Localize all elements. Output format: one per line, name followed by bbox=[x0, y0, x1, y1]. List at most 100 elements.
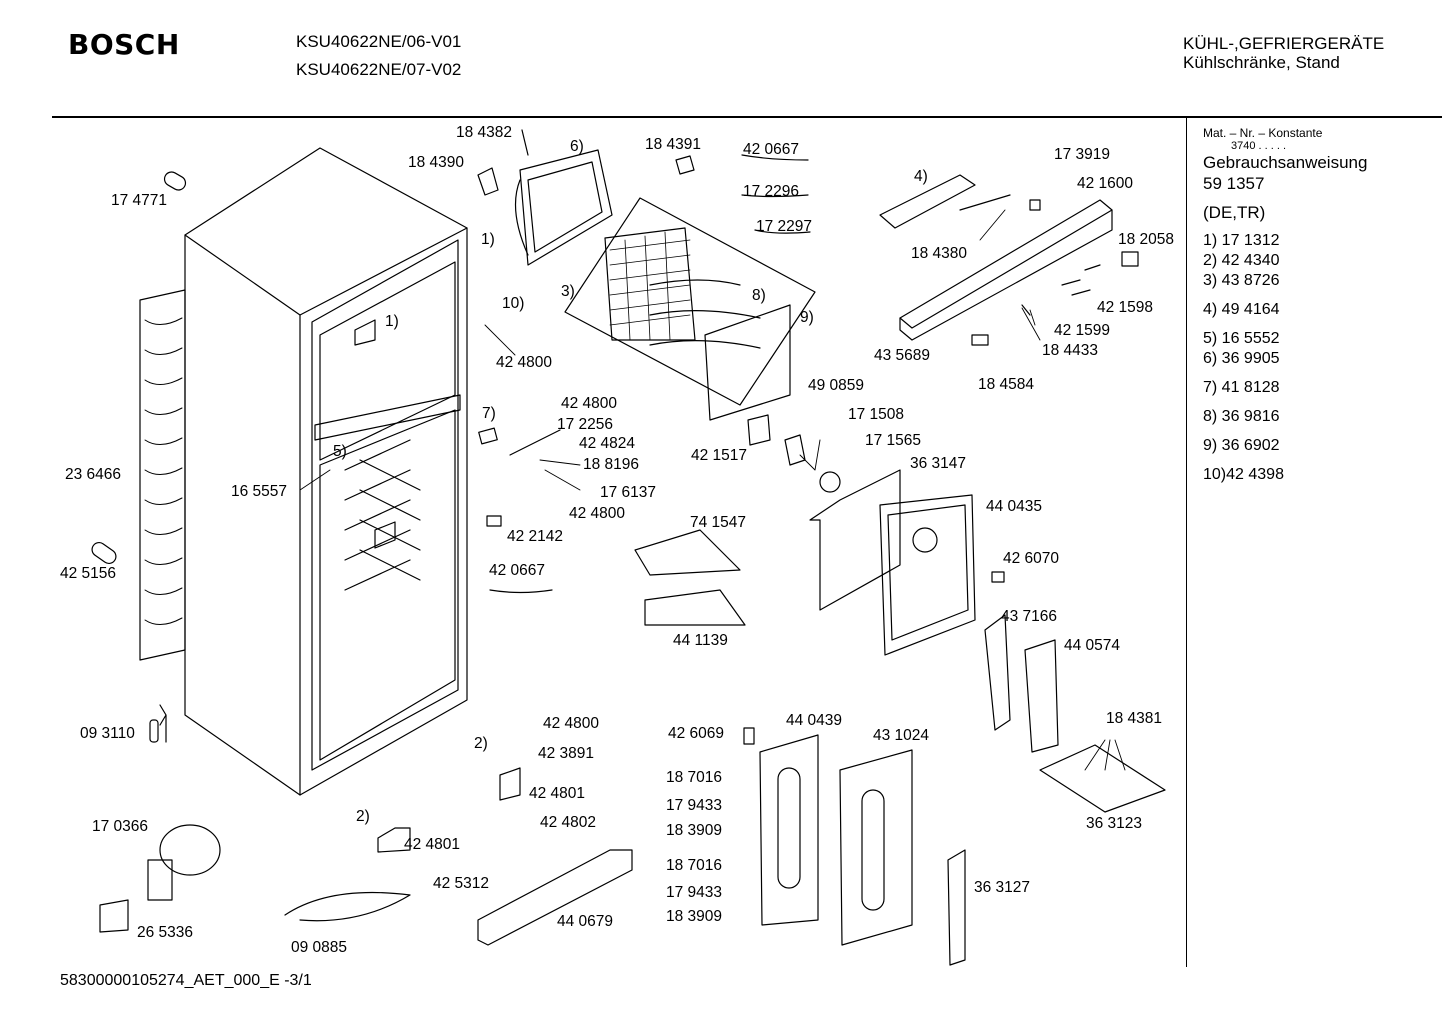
callout-label: 2) bbox=[474, 735, 488, 752]
part-legend-item: 5) 16 5552 bbox=[1203, 330, 1280, 347]
callout-label: 42 1600 bbox=[1077, 175, 1134, 192]
callout-label: 23 6466 bbox=[65, 466, 122, 483]
manual-label: Gebrauchsanweisung bbox=[1203, 153, 1368, 172]
callout-label: 74 1547 bbox=[690, 514, 747, 531]
callout-label: 42 1599 bbox=[1054, 322, 1111, 339]
callout-label: 42 1517 bbox=[691, 447, 748, 464]
callout-label: 18 4391 bbox=[645, 136, 702, 153]
mat-value: 3740 . . . . . bbox=[1231, 140, 1287, 152]
callout-label: 44 1139 bbox=[673, 632, 728, 649]
callout-label: 18 2058 bbox=[1118, 231, 1175, 248]
callout-label: 17 2296 bbox=[743, 183, 800, 200]
manual-number: 59 1357 bbox=[1203, 174, 1265, 193]
callout-label: 44 0574 bbox=[1064, 637, 1121, 654]
part-legend-item: 8) 36 9816 bbox=[1203, 408, 1280, 425]
callout-label: 18 4382 bbox=[456, 124, 513, 141]
header-divider bbox=[52, 116, 1442, 118]
part-legend-item: 2) 42 4340 bbox=[1203, 252, 1280, 269]
category-line-1: KÜHL-,GEFRIERGERÄTE bbox=[1183, 34, 1385, 53]
callout-label: 43 7166 bbox=[1001, 608, 1058, 625]
callout-label: 17 2256 bbox=[557, 416, 614, 433]
callout-label: 42 4800 bbox=[543, 715, 600, 732]
part-legend-item: 9) 36 6902 bbox=[1203, 437, 1280, 454]
callout-label: 42 5156 bbox=[60, 565, 117, 582]
callout-label: 18 4380 bbox=[911, 245, 968, 262]
callout-label: 49 0859 bbox=[808, 377, 865, 394]
callout-label: 42 1598 bbox=[1097, 299, 1154, 316]
part-legend-item: 7) 41 8128 bbox=[1203, 379, 1280, 396]
parts-sidebar: Mat. – Nr. – Konstante 3740 . . . . . Ge… bbox=[1203, 126, 1433, 485]
part-legend-item: 6) 36 9905 bbox=[1203, 350, 1280, 367]
part-legend-item: 1) 17 1312 bbox=[1203, 232, 1280, 249]
callout-label: 1) bbox=[481, 231, 495, 248]
part-legend-item: 4) 49 4164 bbox=[1203, 301, 1280, 318]
model-line-2: KSU40622NE/07-V02 bbox=[296, 60, 462, 79]
callout-label: 2) bbox=[356, 808, 370, 825]
callout-label: 42 4800 bbox=[496, 354, 553, 371]
callout-label: 18 4584 bbox=[978, 376, 1035, 393]
callout-label: 44 0439 bbox=[786, 712, 843, 729]
model-line-1: KSU40622NE/06-V01 bbox=[296, 32, 462, 51]
callout-label: 09 3110 bbox=[80, 725, 135, 742]
callout-label: 18 8196 bbox=[583, 456, 640, 473]
callout-label: 4) bbox=[914, 168, 928, 185]
callout-label: 18 4433 bbox=[1042, 342, 1099, 359]
callout-label: 9) bbox=[800, 309, 814, 326]
callout-label: 18 7016 bbox=[666, 769, 723, 786]
callout-label: 42 4801 bbox=[404, 836, 461, 853]
callout-label: 17 9433 bbox=[666, 884, 723, 901]
callout-label: 18 4390 bbox=[408, 154, 465, 171]
callout-label: 6) bbox=[570, 138, 584, 155]
brand-logo: BOSCH bbox=[68, 28, 180, 61]
callout-label: 44 0679 bbox=[557, 913, 614, 930]
refrigerator-cabinet bbox=[185, 148, 467, 795]
category-line-2: Kühlschränke, Stand bbox=[1183, 53, 1340, 72]
callout-label: 3) bbox=[561, 283, 575, 300]
leader-lines bbox=[300, 210, 1125, 770]
callout-label: 17 1565 bbox=[865, 432, 922, 449]
part-legend-item: 3) 43 8726 bbox=[1203, 272, 1280, 289]
callout-label: 17 3919 bbox=[1054, 146, 1111, 163]
parts-legend: 1) 17 1312 2) 42 4340 3) 43 8726 4) 49 4… bbox=[1203, 231, 1433, 485]
callout-label: 42 4800 bbox=[561, 395, 618, 412]
mat-label: Mat. – Nr. – Konstante bbox=[1203, 126, 1323, 140]
callout-label: 43 5689 bbox=[874, 347, 931, 364]
callout-label: 18 3909 bbox=[666, 908, 723, 925]
condenser-part bbox=[140, 290, 185, 660]
callout-label: 17 4771 bbox=[111, 192, 168, 209]
callout-label: 7) bbox=[482, 405, 496, 422]
callout-label: 17 0366 bbox=[92, 818, 149, 835]
callout-label: 42 0667 bbox=[489, 562, 546, 579]
callout-label: 42 6070 bbox=[1003, 550, 1060, 567]
control-panel-group bbox=[880, 175, 1138, 345]
callout-label: 18 4381 bbox=[1106, 710, 1163, 727]
callout-label: 17 2297 bbox=[756, 218, 813, 235]
callout-label: 36 3123 bbox=[1086, 815, 1143, 832]
callout-label: 42 2142 bbox=[507, 528, 564, 545]
document-id: 58300000105274_AET_000_E -3/1 bbox=[60, 972, 312, 989]
callout-label: 36 3127 bbox=[974, 879, 1031, 896]
callout-label: 42 4801 bbox=[529, 785, 586, 802]
callout-label: 09 0885 bbox=[291, 939, 348, 956]
callout-label: 18 3909 bbox=[666, 822, 723, 839]
callout-label: 26 5336 bbox=[137, 924, 194, 941]
callout-label: 42 0667 bbox=[743, 141, 800, 158]
callout-label: 10) bbox=[502, 295, 525, 312]
callout-label: 42 4824 bbox=[579, 435, 636, 452]
callout-label: 36 3147 bbox=[910, 455, 967, 472]
callout-label: 1) bbox=[385, 313, 399, 330]
callout-label: 42 5312 bbox=[433, 875, 490, 892]
callout-label: 17 6137 bbox=[600, 484, 657, 501]
left-small-parts bbox=[89, 169, 188, 742]
hardware-group bbox=[100, 728, 754, 932]
callout-label: 44 0435 bbox=[986, 498, 1043, 515]
fan-and-cover-group bbox=[748, 415, 1004, 655]
callout-label: 8) bbox=[752, 287, 766, 304]
callout-label: 5) bbox=[333, 443, 347, 460]
evaporator-group bbox=[478, 130, 815, 420]
shelf-parts-group bbox=[479, 428, 745, 625]
door-panels-group bbox=[478, 615, 1165, 965]
sidebar-divider bbox=[1186, 117, 1187, 967]
callout-label: 42 6069 bbox=[668, 725, 725, 742]
